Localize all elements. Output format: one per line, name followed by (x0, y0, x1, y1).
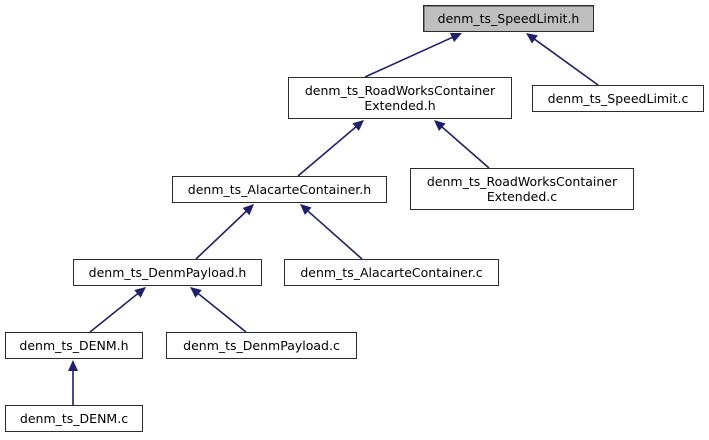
edge-line (532, 37, 599, 86)
graph-node-speedlimit_c[interactable]: denm_ts_SpeedLimit.c (532, 85, 704, 112)
edge-arrowhead (68, 360, 78, 371)
edge-line (195, 291, 247, 333)
graph-node-label: denm_ts_DenmPayload.h (88, 265, 247, 280)
graph-node-label: denm_ts_RoadWorksContainer Extended.h (304, 83, 496, 113)
graph-node-label: denm_ts_SpeedLimit.c (547, 91, 689, 106)
graph-node-label: denm_ts_DenmPayload.c (183, 338, 340, 353)
graph-node-label: denm_ts_SpeedLimit.h (437, 11, 580, 26)
graph-node-label: denm_ts_DENM.c (19, 411, 129, 426)
graph-node-alacarte_c[interactable]: denm_ts_AlacarteContainer.c (284, 259, 499, 286)
edge-line (195, 208, 249, 260)
graph-node-roadworks_ext_c[interactable]: denm_ts_RoadWorksContainer Extended.c (410, 168, 634, 210)
edge-arrowhead (526, 33, 538, 44)
edge-arrowhead (449, 32, 462, 43)
graph-node-roadworks_ext_h[interactable]: denm_ts_RoadWorksContainer Extended.h (288, 77, 512, 119)
edge-line (364, 35, 456, 78)
graph-node-label: denm_ts_DENM.h (19, 338, 129, 353)
graph-node-speedlimit_h[interactable]: denm_ts_SpeedLimit.h (423, 5, 594, 32)
edge-arrowhead (352, 120, 364, 131)
edge-arrowhead (190, 287, 202, 298)
edge-arrowhead (242, 204, 254, 216)
edge-line (297, 124, 359, 177)
edge-arrowhead (134, 287, 146, 298)
edge-line (305, 208, 363, 260)
graph-node-label: denm_ts_AlacarteContainer.c (300, 265, 483, 280)
edge-line (89, 291, 141, 333)
graph-node-alacarte_h[interactable]: denm_ts_AlacarteContainer.h (172, 176, 387, 203)
graph-node-denmpayload_h[interactable]: denm_ts_DenmPayload.h (73, 259, 262, 286)
edge-line (439, 124, 490, 169)
graph-node-denm_c[interactable]: denm_ts_DENM.c (5, 405, 143, 432)
edge-arrowhead (300, 204, 312, 216)
edge-arrowhead (434, 120, 446, 131)
graph-node-label: denm_ts_AlacarteContainer.h (187, 182, 372, 197)
graph-node-denmpayload_c[interactable]: denm_ts_DenmPayload.c (166, 332, 357, 359)
graph-node-denm_h[interactable]: denm_ts_DENM.h (5, 332, 143, 359)
graph-node-label: denm_ts_RoadWorksContainer Extended.c (426, 174, 618, 204)
